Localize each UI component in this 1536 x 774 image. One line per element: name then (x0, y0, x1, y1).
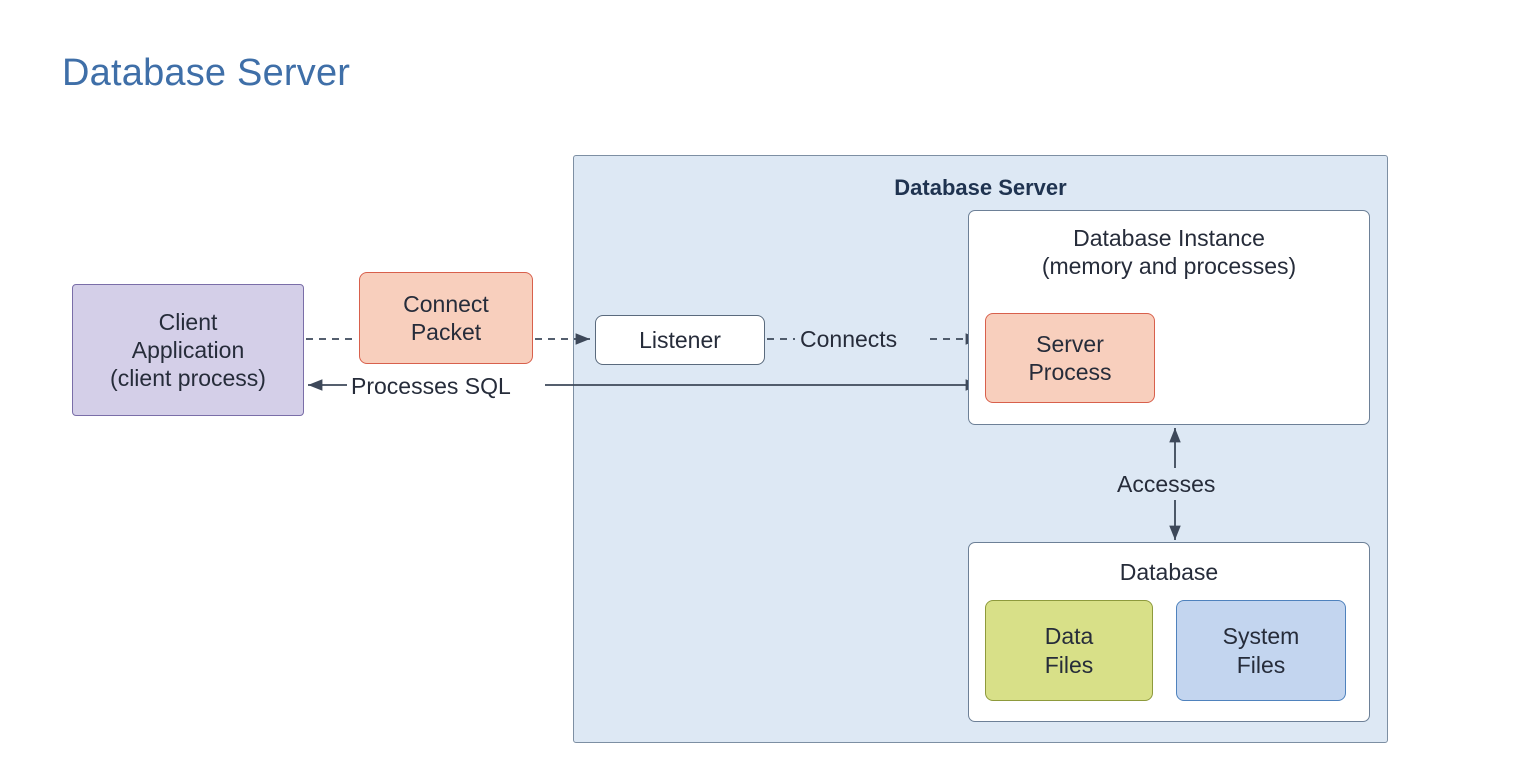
page-title: Database Server (62, 52, 351, 94)
client-application-line2: Application (131, 336, 245, 363)
database-server-container-title: Database Server (894, 175, 1067, 200)
edge-label-accesses: Accesses (1113, 471, 1220, 498)
client-application-line1: Client (158, 308, 218, 335)
edge-label-connects: Connects (800, 326, 898, 352)
system-files-line2: Files (1236, 651, 1286, 678)
node-server-process[interactable]: Server Process (985, 313, 1155, 403)
node-connect-packet[interactable]: Connect Packet (359, 272, 533, 364)
listener-label: Listener (639, 326, 721, 353)
node-system-files[interactable]: System Files (1176, 600, 1346, 701)
node-data-files[interactable]: Data Files (985, 600, 1153, 701)
connect-packet-line2: Packet (410, 319, 482, 345)
connect-packet-line1: Connect (403, 290, 489, 317)
edge-label-processes-sql: Processes SQL (347, 373, 515, 400)
data-files-line2: Files (1044, 651, 1094, 678)
database-instance-line2: (memory and processes) (1041, 253, 1297, 280)
data-files-line1: Data (1044, 623, 1094, 650)
database-label: Database (1119, 559, 1219, 585)
server-process-line2: Process (1028, 359, 1112, 385)
server-process-line1: Server (1036, 330, 1104, 357)
system-files-line1: System (1222, 623, 1300, 650)
node-listener[interactable]: Listener (595, 315, 765, 365)
database-instance-line1: Database Instance (1073, 225, 1265, 251)
client-application-line3: (client process) (110, 365, 266, 392)
node-client-application[interactable]: Client Application (client process) (72, 284, 304, 416)
